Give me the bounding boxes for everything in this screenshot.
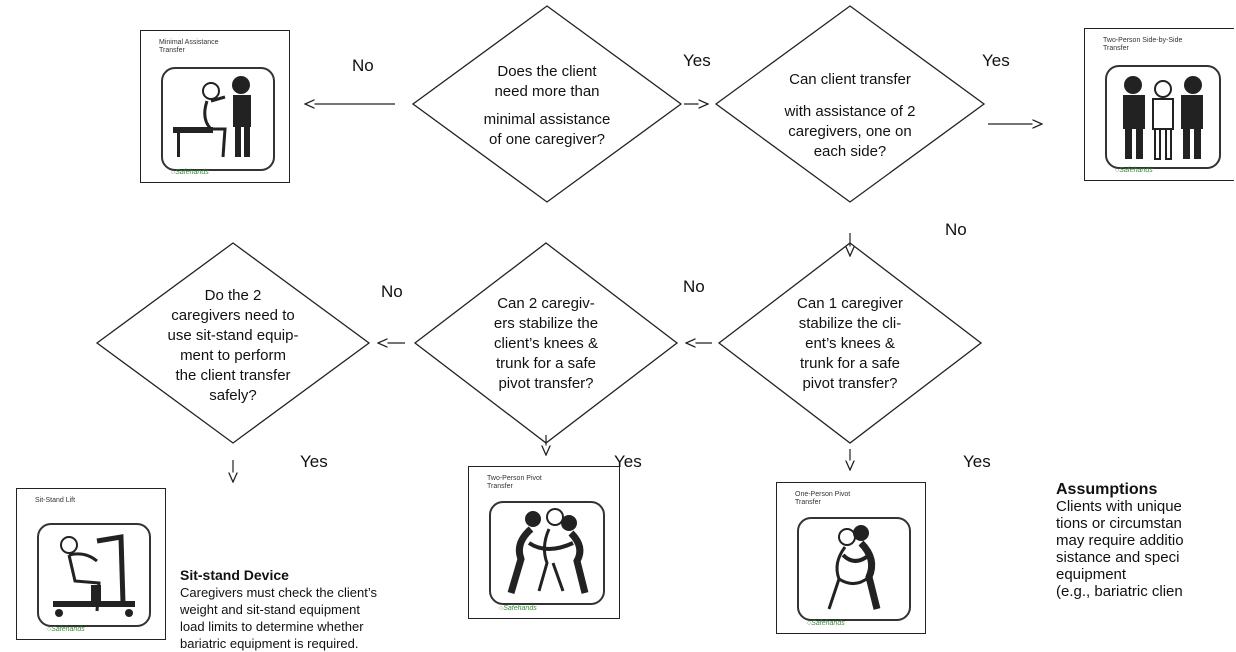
decision-diamond-q1 xyxy=(411,5,683,203)
card-minimal-assistance: Minimal Assistance Transfer Safehands xyxy=(140,30,290,183)
two-caregivers-icon xyxy=(1123,76,1203,160)
sit-stand-note-title: Sit-stand Device xyxy=(180,567,289,583)
label-q2-yes: Yes xyxy=(982,51,1010,70)
sit-stand-lift-icon xyxy=(53,534,135,617)
decision-diamond-q5 xyxy=(95,242,371,444)
card-two-person-pivot: Two-Person Pivot Transfer Safehands xyxy=(468,466,620,619)
assumptions-note: Assumptions Clients with unique tions or… xyxy=(1056,481,1236,600)
label-q3-no: No xyxy=(683,277,705,296)
two-person-pivot-icon xyxy=(507,508,589,594)
label-q1-yes: Yes xyxy=(683,51,711,70)
label-q5-yes: Yes xyxy=(300,452,328,471)
sit-stand-note: Sit-stand Device Caregivers must check t… xyxy=(180,567,470,652)
one-person-pivot-icon xyxy=(827,525,881,610)
card-one-person-pivot: One-Person Pivot Transfer Safehands xyxy=(776,482,926,634)
decision-diamond-q2 xyxy=(714,5,986,203)
label-q4-yes: Yes xyxy=(614,452,642,471)
assumptions-title: Assumptions xyxy=(1056,481,1158,498)
label-q4-no: No xyxy=(381,282,403,301)
caregiver-assist-icon xyxy=(173,76,251,158)
label-q1-no: No xyxy=(352,56,374,75)
label-q2-no: No xyxy=(945,220,967,239)
label-q3-yes: Yes xyxy=(963,452,991,471)
decision-diamond-q3 xyxy=(717,242,983,444)
card-two-person-side: Two-Person Side-by-Side Transfer Safehan… xyxy=(1084,28,1234,181)
card-sit-stand-lift: Sit-Stand Lift Safehands xyxy=(16,488,166,640)
